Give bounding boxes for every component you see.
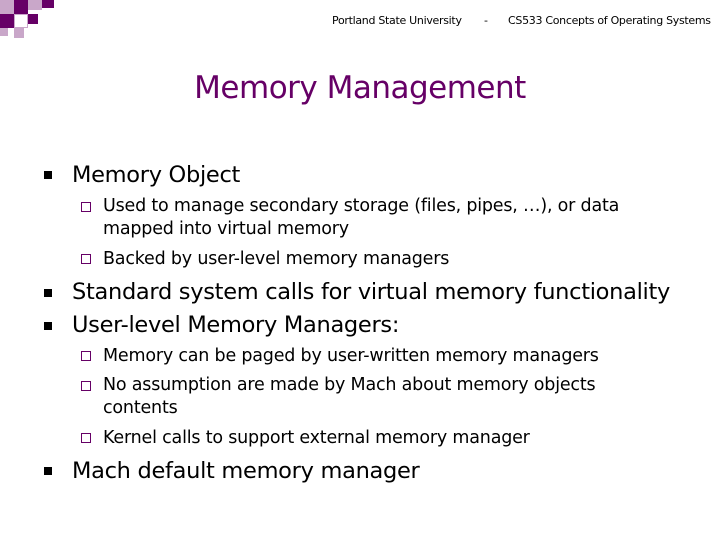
bullet-text: Memory Object [72, 162, 241, 188]
hollow-square-bullet-icon [81, 351, 91, 361]
sub-bullet-text: Kernel calls to support external memory … [103, 428, 530, 448]
square-bullet-icon [44, 289, 52, 297]
hollow-square-bullet-icon [81, 202, 91, 212]
header-separator: - [484, 14, 488, 27]
sub-bullet-text: Used to manage secondary storage (files,… [103, 196, 620, 239]
hollow-square-bullet-icon [81, 433, 91, 443]
sub-bullet-text: Backed by user-level memory managers [103, 249, 450, 269]
hollow-square-bullet-icon [81, 254, 91, 264]
sub-bullet-text: Memory can be paged by user-written memo… [103, 346, 599, 366]
bullet-text: Standard system calls for virtual memory… [72, 279, 671, 305]
square-bullet-icon [44, 467, 52, 475]
corner-decoration [0, 0, 60, 40]
hollow-square-bullet-icon [81, 381, 91, 391]
header-university: Portland State University [332, 14, 462, 27]
slide-header: Portland State University - CS533 Concep… [0, 14, 720, 30]
header-course: CS533 Concepts of Operating Systems [508, 14, 711, 27]
bullet-text: User-level Memory Managers: [72, 312, 400, 338]
square-bullet-icon [44, 171, 52, 179]
slide-title: Memory Management [194, 70, 526, 106]
bullet-text: Mach default memory manager [72, 458, 420, 484]
sub-bullet-text: No assumption are made by Mach about mem… [103, 375, 596, 418]
square-bullet-icon [44, 322, 52, 330]
